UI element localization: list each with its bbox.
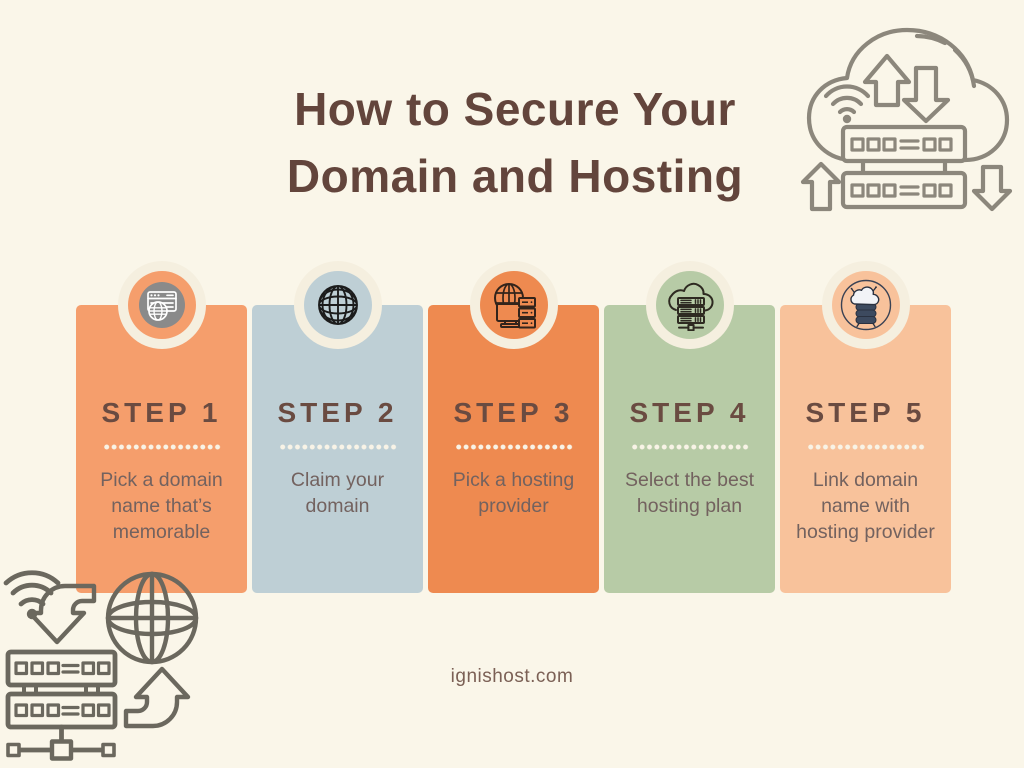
step-1-label: STEP 1 [101,397,222,428]
dotted-divider [102,444,221,450]
step-5-label: STEP 5 [805,397,926,428]
dotted-divider [630,444,749,450]
page-title: How to Secure Your Domain and Hosting [112,76,918,210]
network-server-globe-illustration [2,556,220,766]
page-title-line1: How to Secure Your [294,83,736,135]
website-url: ignishost.com [450,666,574,687]
cloud-database-icon [840,279,891,331]
step-card-2: STEP 2 Claim your domain [252,261,423,593]
server-globe-arrows-icon [3,570,199,761]
cloud-data-transfer-servers-illustration [795,12,1017,230]
dotted-divider [454,444,573,450]
step-1-badge [117,261,206,349]
step-4-badge [645,261,734,349]
hosting-provider-icon [493,283,536,329]
step-2-badge [293,261,382,349]
step-4-description: Select the best hosting plan [625,469,754,517]
step-2-label: STEP 2 [277,397,398,428]
domain-browser-globe-icon [138,282,185,328]
steps-row: STEP 1 Pick a domain name that’s memorab… [76,261,951,593]
globe-icon [317,285,358,325]
step-1-description: Pick a domain name that’s memorable [100,469,223,543]
step-2-description: Claim your domain [290,469,385,517]
step-card-5: STEP 5 Link domain name with hosting pro… [780,261,951,593]
step-5-badge [821,261,910,349]
step-card-1: STEP 1 Pick a domain name that’s memorab… [76,261,247,593]
step-3-label: STEP 3 [453,397,574,428]
step-5-description: Link domain name with hosting provider [796,469,935,543]
step-card-4: STEP 4 Select the best hosting plan [604,261,775,593]
page-title-line2: Domain and Hosting [286,150,744,202]
dotted-divider [806,444,925,450]
step-3-badge [469,261,558,349]
cloud-servers-arrows-icon [800,27,1013,212]
step-3-description: Pick a hosting provider [452,469,575,517]
step-4-label: STEP 4 [629,397,750,428]
step-card-3: STEP 3 Pick a hosting provider [428,261,599,593]
dotted-divider [278,444,397,450]
cloud-server-icon [667,282,714,331]
